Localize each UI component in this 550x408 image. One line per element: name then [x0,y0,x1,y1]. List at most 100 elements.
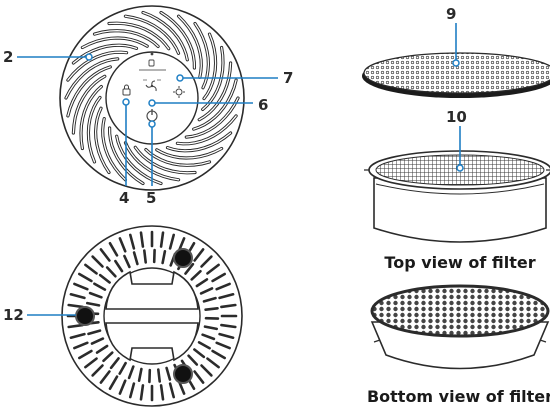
callout-10: 10 [446,108,467,172]
radial-vent-slot [143,249,147,264]
swirl-vent-highlight [108,127,144,185]
callout-7: 7 [176,69,293,87]
callout-label-5: 5 [146,189,156,207]
radial-vent-slot [200,364,213,377]
radial-vent-slot [139,231,145,248]
radial-vent-slot [84,263,98,275]
radial-vent-slot [215,341,231,350]
pre-filter-foam-surface [363,52,550,94]
swirl-vent-highlight [193,79,237,130]
radial-vent-slot [187,354,199,366]
radial-vent-slot [78,349,93,360]
callout-label-6: 6 [258,96,268,114]
leader-dot-4 [122,98,130,106]
radial-vent-slot [118,237,127,253]
filter-rim-line [375,183,545,195]
radial-vent-slot [129,233,136,250]
radial-vent-slot [123,254,131,269]
radial-vent-slot [200,255,213,268]
control-panel-details [139,59,166,81]
callout-2: 2 [3,48,93,66]
radial-vent-slot [161,250,167,265]
radial-vent-slot [190,269,202,281]
swirl-vent-highlight [198,62,232,121]
swirl-vent-highlight [94,107,110,174]
top-indicator-dot [150,52,154,56]
purifier-top-view [59,5,245,191]
callout-4: 4 [119,98,130,207]
radial-vent-slot [157,368,161,383]
radial-vent-slot [78,272,93,283]
radial-vent-slot [91,364,104,377]
radial-vent-slot [218,332,235,340]
radial-vent-slot [105,266,117,278]
radial-vent-slot [118,379,127,395]
radial-vent-slot [67,303,84,309]
swirl-vent-highlight [102,117,127,181]
swirl-vent-highlight [87,96,101,163]
radial-vent-slot [193,248,205,262]
callout-label-9: 9 [446,5,456,23]
radial-vent-slot [218,292,235,300]
radial-vent-slot [195,278,209,288]
swirl-vent-highlight [160,11,196,69]
callout-5: 5 [146,120,156,207]
filter-top-view [364,150,550,243]
radial-vent-slot [118,361,127,375]
swirl-vent-highlight [134,146,196,174]
swirl-vent-highlight [203,33,217,100]
swirl-vent-highlight [145,148,211,166]
radial-vent-slot [102,351,114,363]
swirl-vent-highlight [177,15,202,79]
radial-vent-slot [193,370,205,384]
radial-vent-slot [168,233,175,250]
base-cover-lower-half [105,322,199,362]
leader-dot-10 [456,164,464,172]
child-lock-icon [122,84,131,96]
radial-vent-slot [220,323,237,329]
swirl-air-outlet-vents [64,10,240,186]
swirl-vent-highlight [176,115,237,145]
callout-label-10: 10 [446,108,467,126]
radial-vent-slot [88,291,103,299]
swirl-vent-highlight [194,22,210,89]
swirl-vent-highlight [156,147,223,159]
radial-vent-slot [168,382,175,399]
radial-vent-slot [199,287,214,295]
rubber-foot-top-right [173,248,193,268]
callout-label-7: 7 [283,69,293,87]
radial-vent-slot [197,341,211,350]
swirl-vent-highlight [67,51,128,81]
radial-vent-slot [108,242,119,257]
callout-12: 12 [3,306,76,324]
caption-bottom-view: Bottom view of filter [367,387,550,406]
swirl-vent-highlight [185,97,239,138]
radial-vent-slot [93,282,107,291]
swirl-vent-highlight [124,142,180,181]
filter-cylinder-wall [373,177,547,243]
callout-label-4: 4 [119,189,129,207]
radial-vent-slot [69,332,86,340]
filter-bottom-tabs [373,339,547,343]
base-cover-upper-half [105,270,199,310]
radial-vent-slot [220,303,237,309]
purifier-bottom-view [61,225,243,407]
radial-vent-slot [90,337,105,345]
callout-label-12: 12 [3,306,24,324]
rubber-foot-left [75,306,95,326]
leader-dot-9 [452,59,460,67]
swirl-vent-highlight [124,15,180,54]
auto-mode-icon [173,86,185,98]
radial-vent-slot [204,306,219,312]
radial-vent-slot [215,282,231,291]
rubber-foot-bottom-right [173,364,193,384]
radial-vent-slot [73,341,89,350]
callout-label-2: 2 [3,48,13,66]
radial-vent-slot [159,384,165,401]
leader-dot-2 [85,53,93,61]
radial-vent-slot [165,366,172,381]
caption-top-view: Top view of filter [384,253,535,272]
radial-vent-slot [109,357,120,370]
leader-dot-5 [148,120,156,128]
